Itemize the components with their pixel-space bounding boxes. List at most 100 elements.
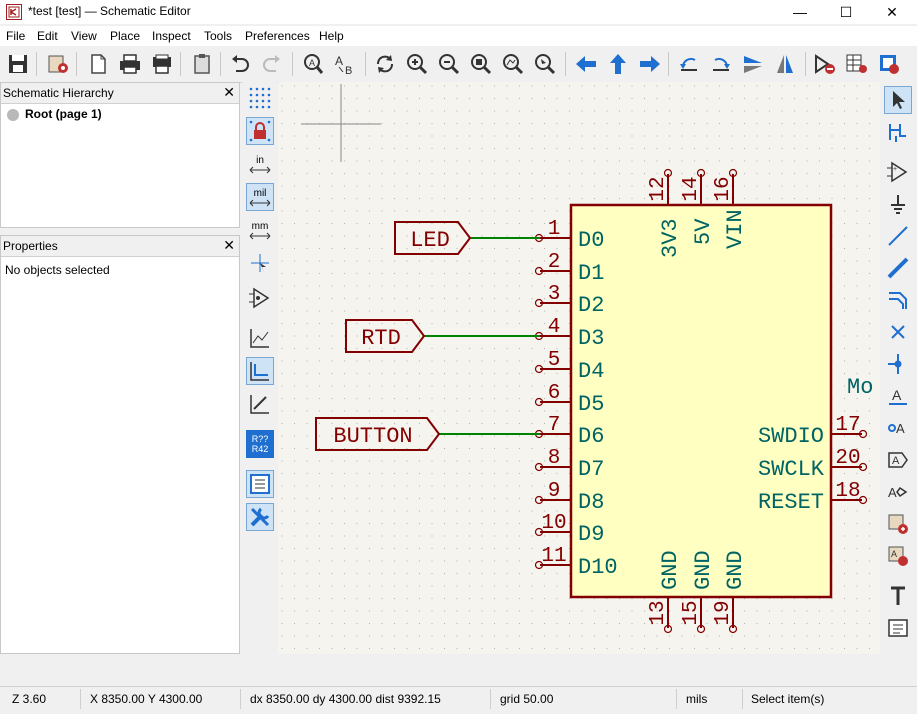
pin-group[interactable]: 14 5V	[680, 168, 716, 246]
add-wire-icon[interactable]	[884, 222, 912, 250]
print-icon[interactable]	[116, 50, 144, 78]
menu-place[interactable]: Place	[110, 29, 141, 43]
close-icon[interactable]: ✕	[223, 84, 235, 100]
rotate-ccw-icon[interactable]	[675, 50, 703, 78]
menu-inspect[interactable]: Inspect	[152, 29, 191, 43]
annotate-button[interactable]: R??R42	[246, 430, 274, 458]
units-mm-button[interactable]: mm	[246, 216, 274, 244]
rotate-cw-icon[interactable]	[707, 50, 735, 78]
line-mode-90-icon[interactable]	[246, 357, 274, 385]
erc-icon[interactable]	[811, 50, 839, 78]
pin-group[interactable]: 19 GND	[712, 550, 748, 634]
add-textbox-icon[interactable]	[884, 614, 912, 642]
add-text-icon[interactable]	[884, 582, 912, 610]
schematic-drawing[interactable]: 1 D0 2 D1 3 D2 4 D3	[278, 82, 880, 654]
units-mils-button[interactable]: mil	[246, 183, 274, 211]
redo-icon[interactable]	[258, 50, 286, 78]
schematic-canvas[interactable]: 1 D0 2 D1 3 D2 4 D3	[278, 82, 880, 654]
arrow-left-icon[interactable]	[572, 50, 600, 78]
pin-group[interactable]: 20 SWCLK	[758, 447, 868, 482]
add-sheet-icon[interactable]	[884, 510, 912, 538]
menu-preferences[interactable]: Preferences	[245, 29, 310, 43]
zoom-selection-icon[interactable]	[531, 50, 559, 78]
maximize-button[interactable]: ☐	[839, 3, 853, 20]
add-hier-label-icon[interactable]: A	[884, 478, 912, 506]
mirror-vertical-icon[interactable]	[739, 50, 767, 78]
properties-tools-icon[interactable]	[246, 503, 274, 531]
add-netclass-label-icon[interactable]: A	[884, 414, 912, 442]
line-mode-45-icon[interactable]	[246, 390, 274, 418]
cursor-crosshair-icon[interactable]	[246, 249, 274, 277]
zoom-readout: Z 3.60	[12, 692, 47, 706]
close-button[interactable]: ✕	[886, 3, 898, 20]
grid-readout: grid 50.00	[500, 692, 554, 706]
select-arrow-icon[interactable]	[884, 86, 912, 114]
arrow-right-icon[interactable]	[636, 50, 664, 78]
pin-group[interactable]: 13 GND	[647, 550, 683, 634]
schematic-setup-icon[interactable]	[44, 50, 72, 78]
highlight-net-icon[interactable]	[884, 118, 912, 146]
undo-icon[interactable]	[226, 50, 254, 78]
pin-group[interactable]: 9 D8	[534, 480, 605, 515]
hierarchy-root-item[interactable]: Root (page 1)	[25, 107, 102, 121]
mirror-horizontal-icon[interactable]	[771, 50, 799, 78]
no-connect-icon[interactable]	[884, 318, 912, 346]
add-bus-icon[interactable]	[884, 254, 912, 282]
net-label-rtd[interactable]: RTD	[345, 319, 426, 353]
pin-group[interactable]: 11 D10	[534, 545, 618, 580]
pin-group[interactable]: 10 D9	[534, 512, 605, 547]
pin-group[interactable]: 1 D0	[534, 218, 605, 253]
add-symbol-icon[interactable]: +	[884, 158, 912, 186]
pin-group[interactable]: 7 D6	[534, 414, 605, 449]
pin-group[interactable]: 12 3V3	[647, 168, 683, 259]
menu-view[interactable]: View	[71, 29, 97, 43]
pin-group[interactable]: 2 D1	[534, 251, 605, 286]
net-label-button[interactable]: BUTTON	[315, 417, 441, 451]
menu-edit[interactable]: Edit	[37, 29, 58, 43]
pin-group[interactable]: 18 RESET	[758, 480, 868, 515]
symbol-body[interactable]	[569, 203, 833, 599]
refresh-icon[interactable]	[371, 50, 399, 78]
grid-lock-icon[interactable]	[246, 117, 274, 145]
pin-group[interactable]: 3 D2	[534, 283, 605, 318]
grid-toggle-icon[interactable]	[246, 84, 274, 112]
zoom-fit-icon[interactable]	[467, 50, 495, 78]
plot-icon[interactable]	[148, 50, 176, 78]
menu-tools[interactable]: Tools	[204, 29, 233, 43]
save-icon[interactable]	[4, 50, 32, 78]
hidden-pins-icon[interactable]	[246, 284, 274, 312]
pin-group[interactable]: 5 D4	[534, 349, 605, 384]
pin-group[interactable]: 6 D5	[534, 382, 605, 417]
net-label-led[interactable]: LED	[394, 221, 472, 255]
find-icon[interactable]: A	[299, 50, 327, 78]
pin-group[interactable]: 16 VIN	[712, 168, 748, 250]
units-inches-button[interactable]: in	[246, 150, 274, 178]
close-icon[interactable]: ✕	[223, 237, 235, 253]
add-global-label-icon[interactable]: A	[884, 446, 912, 474]
symbol-value-field[interactable]: Mo	[847, 375, 873, 400]
minimize-button[interactable]: —	[793, 4, 807, 20]
pin-group[interactable]: 4 D3	[534, 316, 605, 351]
import-sheet-pin-icon[interactable]: A	[884, 542, 912, 570]
pin-group[interactable]: 17 SWDIO	[758, 414, 868, 449]
paste-icon[interactable]	[188, 50, 216, 78]
pin-group[interactable]: 8 D7	[534, 447, 605, 482]
add-label-icon[interactable]: A	[884, 382, 912, 410]
add-junction-icon[interactable]	[884, 350, 912, 378]
graph-icon[interactable]	[246, 324, 274, 352]
menu-file[interactable]: File	[6, 29, 26, 43]
menu-help[interactable]: Help	[319, 29, 344, 43]
zoom-objects-icon[interactable]	[499, 50, 527, 78]
add-power-icon[interactable]	[884, 190, 912, 218]
hierarchy-navigator-icon[interactable]	[246, 470, 274, 498]
zoom-in-icon[interactable]	[403, 50, 431, 78]
zoom-out-icon[interactable]	[435, 50, 463, 78]
arrow-up-icon[interactable]	[604, 50, 632, 78]
pin-name: D5	[578, 392, 604, 417]
add-bus-entry-icon[interactable]	[884, 286, 912, 314]
symbol-fields-table-icon[interactable]	[843, 50, 871, 78]
page-settings-icon[interactable]	[84, 50, 112, 78]
assign-footprints-icon[interactable]	[875, 50, 903, 78]
pin-group[interactable]: 15 GND	[680, 550, 716, 634]
